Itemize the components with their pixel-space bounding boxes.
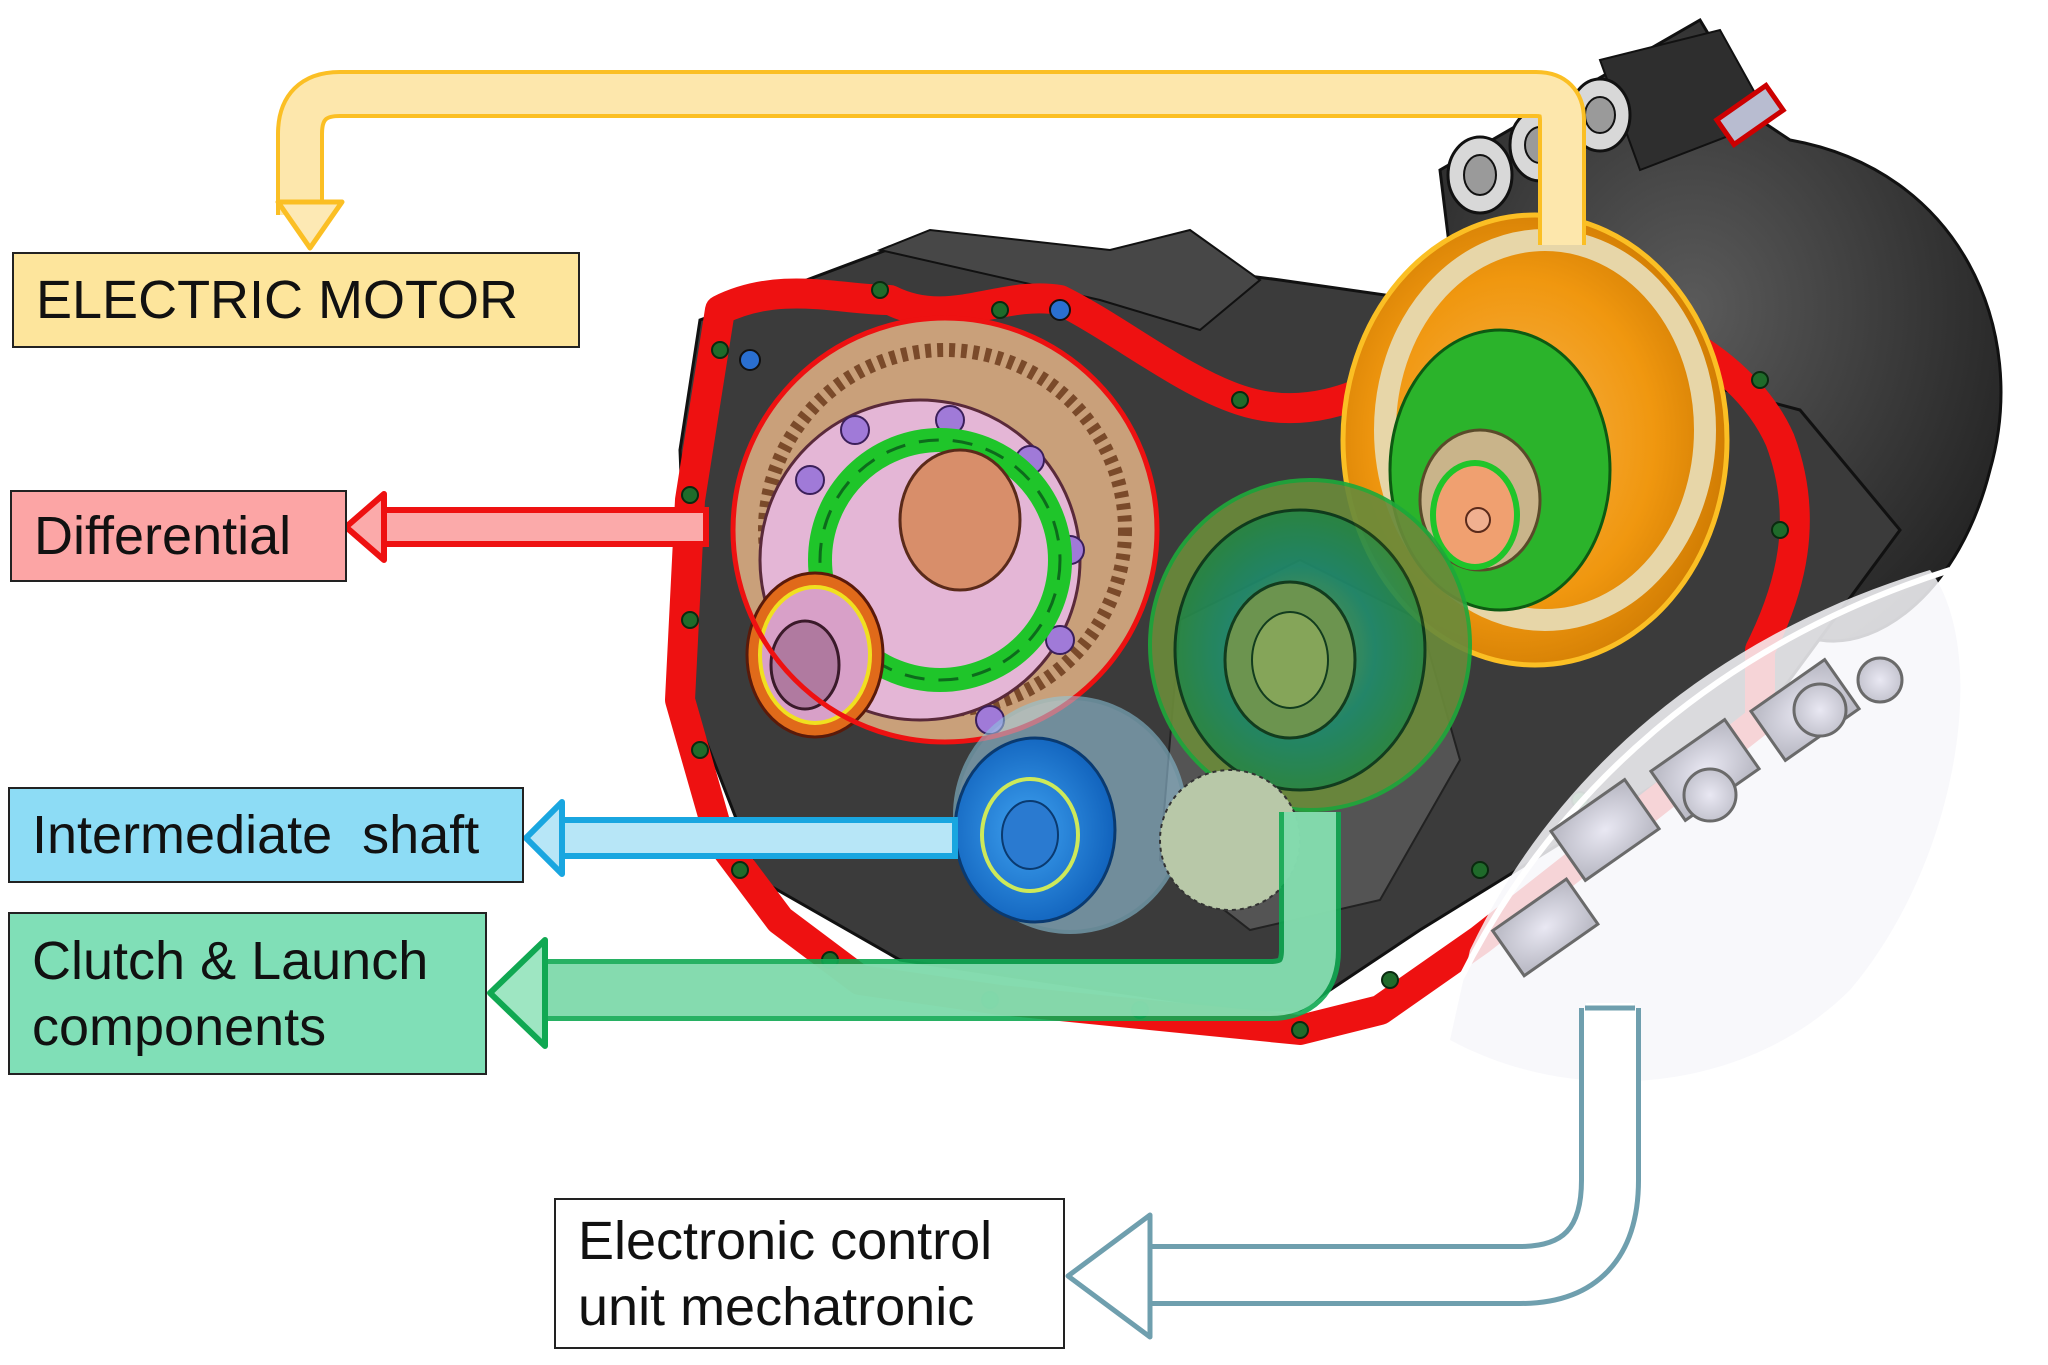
ecu-mechatronic-unit (1450, 567, 1961, 1082)
differential-assembly (730, 315, 1160, 745)
differential-output-flange (745, 571, 885, 739)
clutch-callout-arrow (487, 812, 1341, 1049)
label-differential: Differential (10, 490, 347, 582)
label-clutch-launch: Clutch & Launch components (8, 912, 487, 1075)
electric-motor-callout-arrow (275, 70, 1586, 251)
label-ecu-line2: unit mechatronic (578, 1276, 975, 1337)
label-clutch-line1: Clutch & Launch (32, 930, 429, 991)
ecu-solenoid-valves (1490, 656, 1904, 978)
label-intermediate-shaft: Intermediate shaft (8, 787, 524, 883)
label-electric-motor-text: ELECTRIC MOTOR (36, 270, 519, 330)
label-intermediate-shaft-text: Intermediate shaft (32, 805, 480, 865)
label-ecu-mechatronic: Electronic control unit mechatronic (554, 1198, 1065, 1349)
intermediate-shaft-assembly (953, 696, 1301, 934)
differential-callout-arrow (343, 491, 709, 563)
clutch-launch-assembly (1148, 478, 1472, 812)
label-ecu-line1: Electronic control (578, 1210, 993, 1271)
label-electric-motor: ELECTRIC MOTOR (12, 252, 580, 348)
label-clutch-line2: components (32, 996, 327, 1057)
intermediate-shaft-callout-arrow (523, 799, 958, 877)
label-differential-text: Differential (34, 506, 292, 566)
ecu-callout-arrow (1065, 1003, 1641, 1340)
